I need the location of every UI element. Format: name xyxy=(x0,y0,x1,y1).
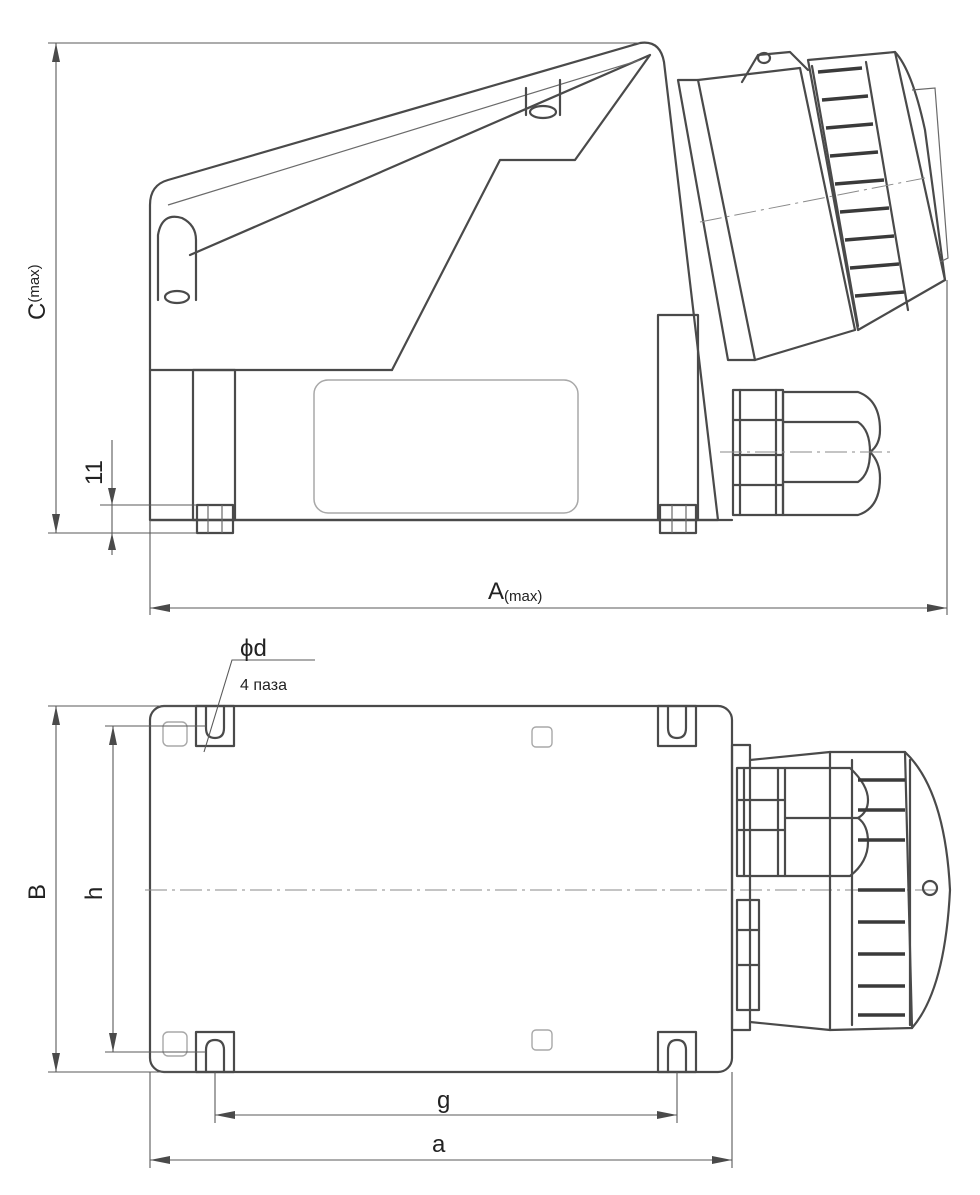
dim-a-label: A(max) xyxy=(488,578,542,605)
dim-11: 11 xyxy=(81,440,197,555)
socket-screw-icon xyxy=(756,51,772,65)
dim-g: g xyxy=(214,1072,678,1123)
mount-foot-left-slot xyxy=(207,505,223,533)
top-body xyxy=(148,704,734,1074)
slots-label: 4 паза xyxy=(240,677,287,694)
dim-b: B xyxy=(24,705,196,1073)
dim-c-label: C(max) xyxy=(24,264,51,320)
dim-a: a xyxy=(149,1072,733,1168)
cable-gland xyxy=(720,388,890,517)
screw-left-icon xyxy=(163,289,191,305)
hinge-left xyxy=(156,215,198,302)
dim-11-label: 11 xyxy=(81,460,108,485)
top-view: ϕd 4 паза B h g xyxy=(24,635,952,1168)
cover-edge xyxy=(188,53,652,372)
mount-slots xyxy=(194,704,698,1074)
top-gland-assembly xyxy=(730,743,870,1032)
pad xyxy=(162,721,188,747)
top-socket-ribs xyxy=(858,778,905,1017)
mount-post-right xyxy=(656,313,700,522)
pad xyxy=(531,726,553,748)
screw-top-icon xyxy=(528,104,558,120)
cover-inner-edge xyxy=(167,59,641,206)
dim-h: h xyxy=(81,725,206,1053)
top-socket xyxy=(748,750,952,1032)
socket-head xyxy=(676,50,949,362)
mount-post-left xyxy=(191,368,237,522)
pad xyxy=(531,1029,553,1051)
top-socket-pin-icon xyxy=(921,879,939,897)
dim-h-label: h xyxy=(81,887,108,900)
mount-foot-left xyxy=(195,503,235,535)
mount-foot-right-slot xyxy=(671,505,687,533)
side-view: C(max) 11 A(max) xyxy=(24,41,949,615)
dim-g-label: g xyxy=(437,1087,450,1114)
dim-c-max: C(max) xyxy=(24,42,640,534)
dim-a-small-label: a xyxy=(432,1131,446,1158)
top-screw-boss xyxy=(524,78,562,117)
label-area xyxy=(313,379,579,514)
phi-d-label: ϕd xyxy=(240,635,267,662)
pad xyxy=(162,1031,188,1057)
socket-axis xyxy=(699,177,926,223)
socket-ring xyxy=(806,50,947,332)
dim-a-max: A(max) xyxy=(149,280,948,615)
mount-foot-right xyxy=(658,503,698,535)
dim-b-label: B xyxy=(24,884,51,900)
socket-ribs xyxy=(817,66,905,298)
phi-d-note: ϕd 4 паза xyxy=(203,635,315,753)
